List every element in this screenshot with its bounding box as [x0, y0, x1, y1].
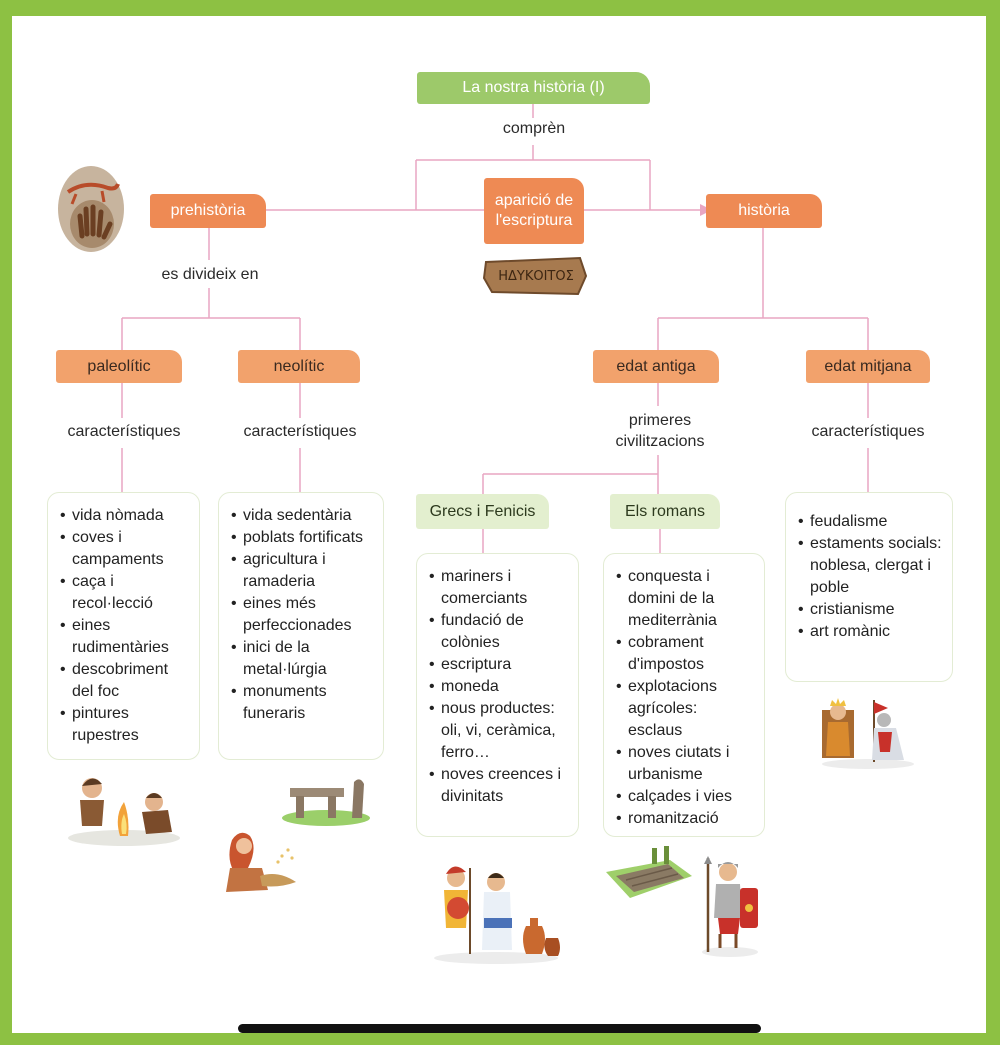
- connector-caracteristiques-neolitic: característiques: [243, 423, 357, 440]
- list-item: coves i campaments: [60, 527, 189, 571]
- medieval-king-knight-icon: [822, 698, 914, 769]
- list-item: calçades i vies: [616, 786, 754, 808]
- clay-tablet-icon: ΗΔΥΚΟΙΤΟΣ: [482, 256, 588, 296]
- list-item: noves ciutats i urbanisme: [616, 742, 754, 786]
- list-item: noves creences i divinitats: [429, 764, 568, 808]
- node-edat-antiga: edat antiga: [593, 350, 719, 383]
- list-item: estaments socials: noblesa, clergat i po…: [798, 533, 942, 599]
- node-historia: història: [706, 194, 822, 228]
- node-neolitic: neolític: [238, 350, 360, 383]
- cave-painting-icon: [58, 166, 124, 252]
- map-title: La nostra història (I): [417, 72, 650, 104]
- list-item: escriptura: [429, 654, 568, 676]
- list-item: poblats fortificats: [231, 527, 373, 549]
- list-item: caça i recol·lecció: [60, 571, 189, 615]
- list-item: eines rudimentàries: [60, 615, 189, 659]
- list-item: fundació de colònies: [429, 610, 568, 654]
- list-card-romans: conquesta i domini de la mediterràniacob…: [603, 553, 765, 837]
- list-item: vida sedentària: [231, 505, 373, 527]
- node-paleolitic: paleolític: [56, 350, 182, 383]
- node-romans: Els romans: [610, 494, 720, 529]
- list-item: vida nòmada: [60, 505, 189, 527]
- connector-primeres-civilitzacions: primeres civilitzacions: [615, 412, 705, 450]
- list-card-neolitic: vida sedentàriapoblats fortificatsagricu…: [218, 492, 384, 760]
- connector-caracteristiques-edat-mitjana: característiques: [811, 423, 925, 440]
- list-item: mariners i comerciants: [429, 566, 568, 610]
- list-item: inici de la metal·lúrgia: [231, 637, 373, 681]
- list-item: pintures rupestres: [60, 703, 189, 747]
- svg-text:ΗΔΥΚΟΙΤΟΣ: ΗΔΥΚΟΙΤΟΣ: [498, 269, 574, 284]
- list-item: romanització: [616, 808, 754, 830]
- list-item: explotacions agrícoles: esclaus: [616, 676, 754, 742]
- node-edat-mitjana: edat mitjana: [806, 350, 930, 383]
- woman-harvest-icon: [226, 832, 296, 892]
- home-indicator[interactable]: [238, 1024, 761, 1033]
- list-item: nous productes: oli, vi, ceràmica, ferro…: [429, 698, 568, 764]
- list-item: eines més perfeccionades: [231, 593, 373, 637]
- roman-road-icon: [606, 846, 692, 898]
- node-aparicio-escriptura: aparició de l'escriptura: [484, 178, 584, 244]
- roman-soldier-icon: [702, 856, 758, 957]
- list-item: conquesta i domini de la mediterrània: [616, 566, 754, 632]
- list-item: monuments funeraris: [231, 681, 373, 725]
- node-prehistoria: prehistòria: [150, 194, 266, 228]
- node-grecs-fenicis: Grecs i Fenicis: [416, 494, 549, 529]
- dolmen-icon: [282, 779, 370, 826]
- list-item: cristianisme: [798, 599, 942, 621]
- list-card-paleolitic: vida nòmadacoves i campamentscaça i reco…: [47, 492, 200, 760]
- greek-phoenician-icon: [434, 866, 560, 964]
- list-item: moneda: [429, 676, 568, 698]
- connector-es-divideix: es divideix en: [161, 266, 259, 283]
- list-item: agricultura i ramaderia: [231, 549, 373, 593]
- list-card-grecs: mariners i comerciantsfundació de colòni…: [416, 553, 579, 837]
- list-item: art romànic: [798, 621, 942, 643]
- list-item: cobrament d'impostos: [616, 632, 754, 676]
- list-card-edat-mitjana: feudalismeestaments socials: noblesa, cl…: [785, 492, 953, 682]
- fire-people-icon: [68, 778, 180, 846]
- connector-caracteristiques-paleolitic: característiques: [67, 423, 181, 440]
- list-item: feudalisme: [798, 511, 942, 533]
- connector-comprn: comprèn: [502, 120, 566, 137]
- list-item: descobriment del foc: [60, 659, 189, 703]
